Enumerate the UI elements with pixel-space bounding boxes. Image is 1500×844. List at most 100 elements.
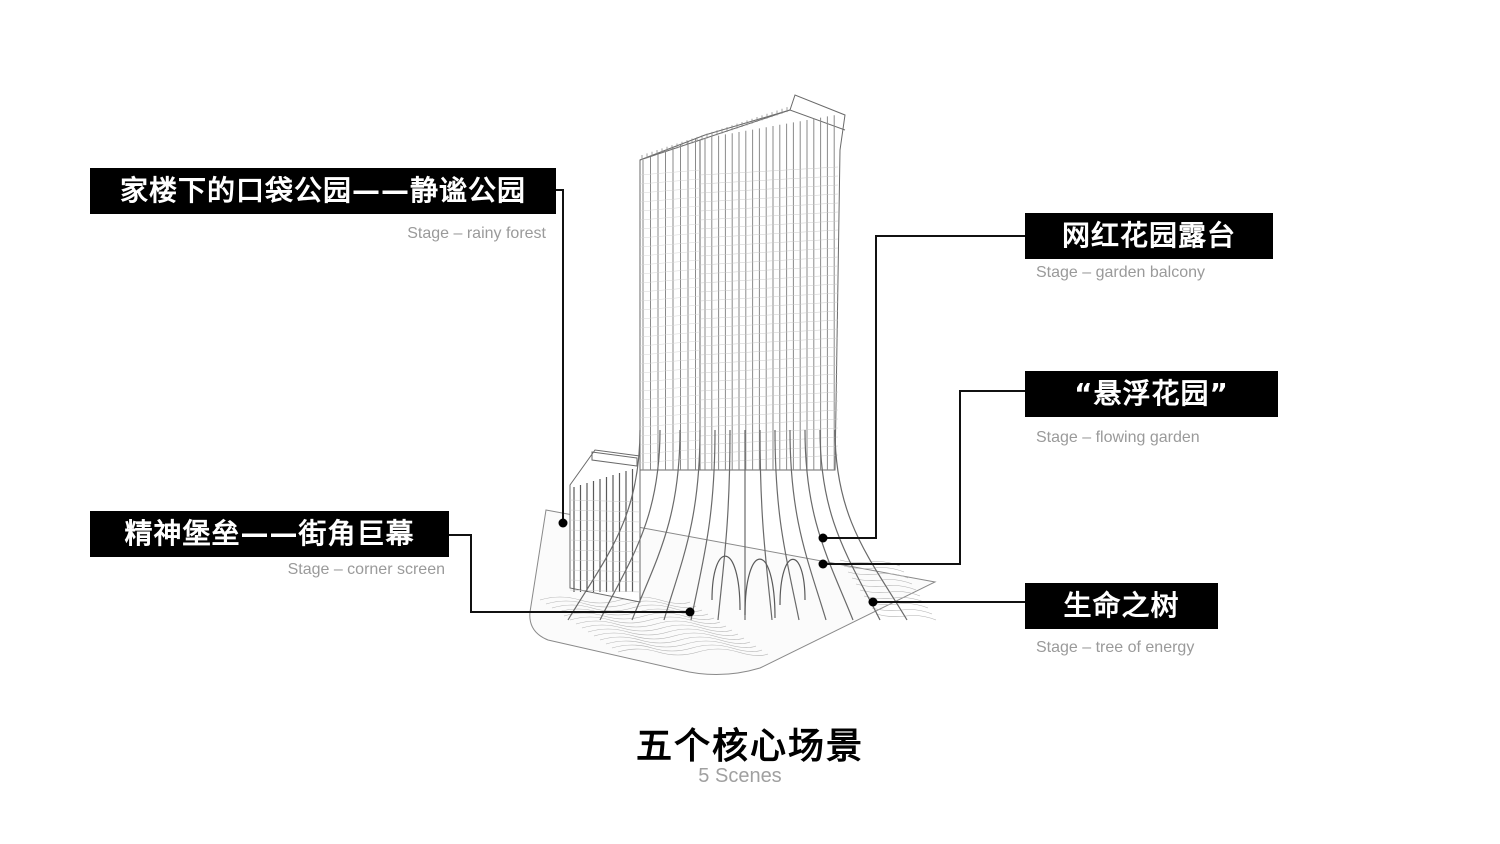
floor-line <box>639 322 701 329</box>
ground-ripple <box>617 648 769 656</box>
floor-line <box>699 283 839 293</box>
floor-line <box>699 256 839 266</box>
podium-floor-line <box>569 589 641 593</box>
floor-line <box>699 355 839 365</box>
floor-line <box>639 277 701 284</box>
floor-line <box>639 358 701 365</box>
floor-line <box>699 247 839 257</box>
tower-block <box>639 94 846 471</box>
floor-line <box>699 427 839 437</box>
callout-label-tree-of-energy: 生命之树 <box>1025 583 1218 629</box>
floor-line <box>699 319 839 329</box>
root-column <box>774 429 800 621</box>
floor-line <box>639 268 701 275</box>
leader-dot <box>868 597 878 607</box>
leader-dot <box>558 518 568 528</box>
ground-ripple <box>563 612 715 620</box>
podium-floor-line <box>569 569 641 573</box>
floor-line <box>639 394 701 401</box>
floor-line <box>699 346 839 356</box>
ground-ripple <box>539 596 691 604</box>
floor-line <box>639 403 701 410</box>
floor-line <box>699 454 839 464</box>
floor-line <box>639 448 701 455</box>
podium-floor-line <box>569 539 641 543</box>
callout-label-flowing-garden: “悬浮花园” <box>1025 371 1278 417</box>
floor-line <box>699 328 839 338</box>
ground-ripple <box>605 640 757 648</box>
arch <box>779 558 806 606</box>
floor-line <box>639 223 701 230</box>
callout-stage-flowing-garden: Stage – flowing garden <box>1036 429 1200 446</box>
arch <box>744 558 776 619</box>
floor-line <box>639 313 701 320</box>
root-column <box>567 429 641 621</box>
ground-ripple <box>551 604 703 612</box>
floor-line <box>699 400 839 410</box>
ground-ripple <box>587 628 739 636</box>
floor-line <box>639 421 701 428</box>
floor-line <box>699 391 839 401</box>
floor-line <box>699 364 839 374</box>
floor-line <box>699 202 839 212</box>
ground-ripple <box>575 620 727 628</box>
floor-line <box>639 367 701 374</box>
floor-line <box>699 337 839 347</box>
callout-label-corner-screen: 精神堡垒——街角巨幕 <box>90 511 449 557</box>
ground-ripple <box>593 632 745 640</box>
floor-line <box>699 445 839 455</box>
floor-line <box>699 166 839 176</box>
floor-line <box>699 274 839 284</box>
floor-line <box>699 220 839 230</box>
floor-line <box>699 211 839 221</box>
podium-floor-line <box>569 549 641 553</box>
root-column <box>599 429 661 621</box>
ground-ripple <box>545 600 697 608</box>
callout-label-garden-balcony: 网红花园露台 <box>1025 213 1273 259</box>
floor-line <box>639 286 701 293</box>
arch <box>711 555 741 611</box>
floor-line <box>639 340 701 347</box>
floor-line <box>639 439 701 446</box>
floor-line <box>699 229 839 239</box>
callout-stage-rainy-forest: Stage – rainy forest <box>407 225 546 242</box>
floor-line <box>639 412 701 419</box>
floor-line <box>639 250 701 257</box>
root-column <box>819 429 881 621</box>
root-column <box>717 429 731 621</box>
podium-floor-line <box>569 579 641 583</box>
floor-line <box>699 193 839 203</box>
leader-dot <box>818 533 828 543</box>
leader-dots <box>558 518 878 617</box>
floor-line <box>639 205 701 212</box>
floor-line <box>699 373 839 383</box>
root-column <box>759 429 773 621</box>
floor-line <box>639 178 701 185</box>
floor-line <box>639 349 701 356</box>
ground-ripple <box>581 624 733 632</box>
root-column <box>834 429 908 621</box>
floor-line <box>699 409 839 419</box>
floor-line <box>639 196 701 203</box>
callout-stage-corner-screen: Stage – corner screen <box>287 561 445 578</box>
floor-line <box>639 376 701 383</box>
leader-dot <box>685 607 695 617</box>
ground-ripple <box>871 607 933 615</box>
floor-line <box>699 184 839 194</box>
floor-line <box>639 457 701 464</box>
floor-line <box>699 292 839 302</box>
ground-ripple <box>611 644 763 652</box>
floor-line <box>639 304 701 311</box>
ground-ripple <box>599 636 751 644</box>
floor-line <box>639 430 701 437</box>
callout-stage-tree-of-energy: Stage – tree of energy <box>1036 639 1195 656</box>
floor-line <box>699 436 839 446</box>
root-column <box>663 429 701 621</box>
leader-lines <box>449 189 1025 613</box>
podium-block <box>569 449 641 603</box>
floor-line <box>639 385 701 392</box>
floor-line <box>699 382 839 392</box>
floor-line <box>639 232 701 239</box>
floor-line <box>639 259 701 266</box>
